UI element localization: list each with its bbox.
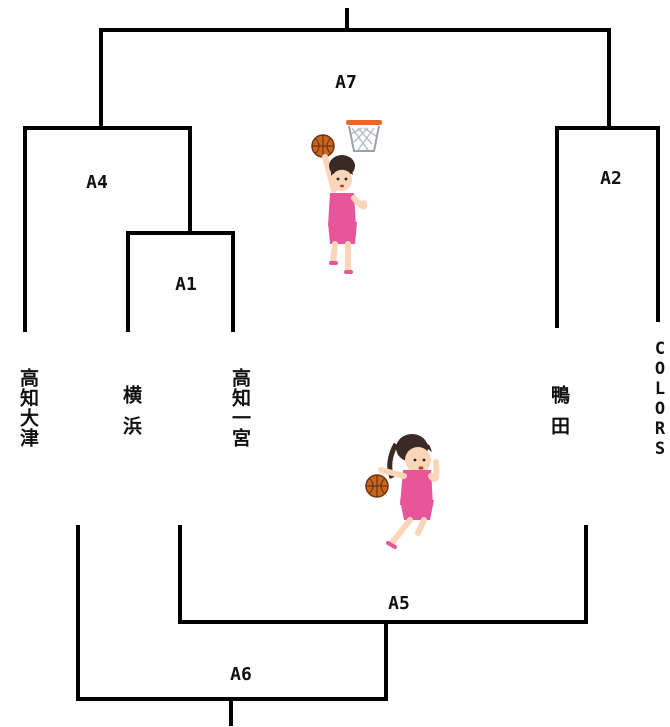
team-kamoda: 鴨田: [548, 385, 570, 447]
match-label-a2: A2: [600, 168, 622, 189]
girl-shooting-at-hoop-illustration: [311, 120, 382, 274]
team-kochi-ichinomiya: 高知一宮: [229, 368, 251, 448]
team-yokohama: 横浜: [120, 385, 142, 447]
team-kochi-otsu: 高知大津: [17, 368, 39, 448]
match-label-a6: A6: [230, 664, 252, 685]
match-label-a4: A4: [86, 172, 108, 193]
girl-dribbling-basketball-illustration: [365, 434, 440, 549]
team-colors: COLORS: [650, 339, 670, 459]
match-label-a7: A7: [335, 72, 357, 93]
match-label-a5: A5: [388, 593, 410, 614]
match-label-a1: A1: [175, 274, 197, 295]
bracket-lines: [23, 8, 660, 726]
basketball-icon: [365, 474, 389, 498]
basketball-icon: [311, 134, 335, 158]
basketball-hoop-icon: [346, 120, 382, 152]
